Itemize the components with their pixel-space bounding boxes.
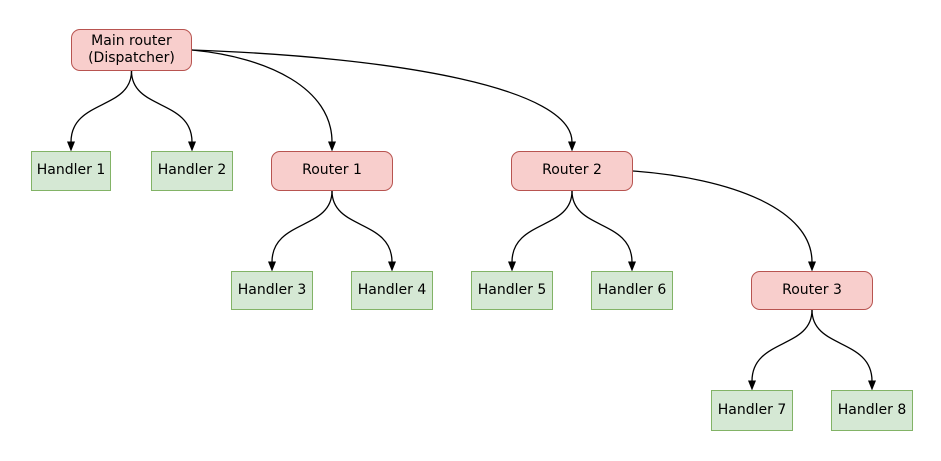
handler-node-handler3: Handler 3 — [231, 271, 313, 310]
handler-node-handler1: Handler 1 — [31, 151, 111, 191]
handler-node-handler2: Handler 2 — [151, 151, 233, 191]
node-label: Handler 5 — [477, 281, 547, 298]
handler-node-handler6: Handler 6 — [591, 271, 673, 310]
edge-router3-to-handler8 — [811, 309, 876, 391]
edge-main-to-handler2 — [130, 70, 196, 152]
node-label: Handler 8 — [837, 401, 907, 418]
edge-main-to-handler1 — [67, 70, 133, 152]
handler-node-handler8: Handler 8 — [831, 390, 913, 431]
node-label: Router 1 — [302, 162, 362, 179]
node-label: Handler 7 — [717, 401, 787, 418]
edge-router2-to-handler5 — [508, 190, 573, 272]
node-label: Handler 1 — [36, 162, 106, 179]
node-label: Handler 4 — [357, 281, 427, 298]
router-node-router1: Router 1 — [271, 151, 393, 191]
router-node-router3: Router 3 — [751, 271, 873, 310]
node-label: Main router (Dispatcher) — [88, 32, 175, 67]
node-label: Handler 2 — [157, 162, 227, 179]
edge-router1-to-handler3 — [268, 190, 333, 272]
edge-router3-to-handler7 — [748, 309, 813, 391]
edge-main-to-router2 — [191, 49, 576, 152]
node-label: Router 2 — [542, 162, 602, 179]
router-node-router2: Router 2 — [511, 151, 633, 191]
edge-main-to-router1 — [191, 49, 336, 152]
handler-node-handler5: Handler 5 — [471, 271, 553, 310]
node-label: Handler 6 — [597, 281, 667, 298]
edge-router2-to-router3 — [632, 170, 816, 272]
node-label: Handler 3 — [237, 281, 307, 298]
edge-router2-to-handler6 — [571, 190, 636, 272]
handler-node-handler7: Handler 7 — [711, 390, 793, 431]
handler-node-handler4: Handler 4 — [351, 271, 433, 310]
edge-group — [67, 49, 876, 391]
router-node-main: Main router (Dispatcher) — [71, 29, 192, 71]
edge-router1-to-handler4 — [331, 190, 396, 272]
node-label: Router 3 — [782, 281, 842, 298]
